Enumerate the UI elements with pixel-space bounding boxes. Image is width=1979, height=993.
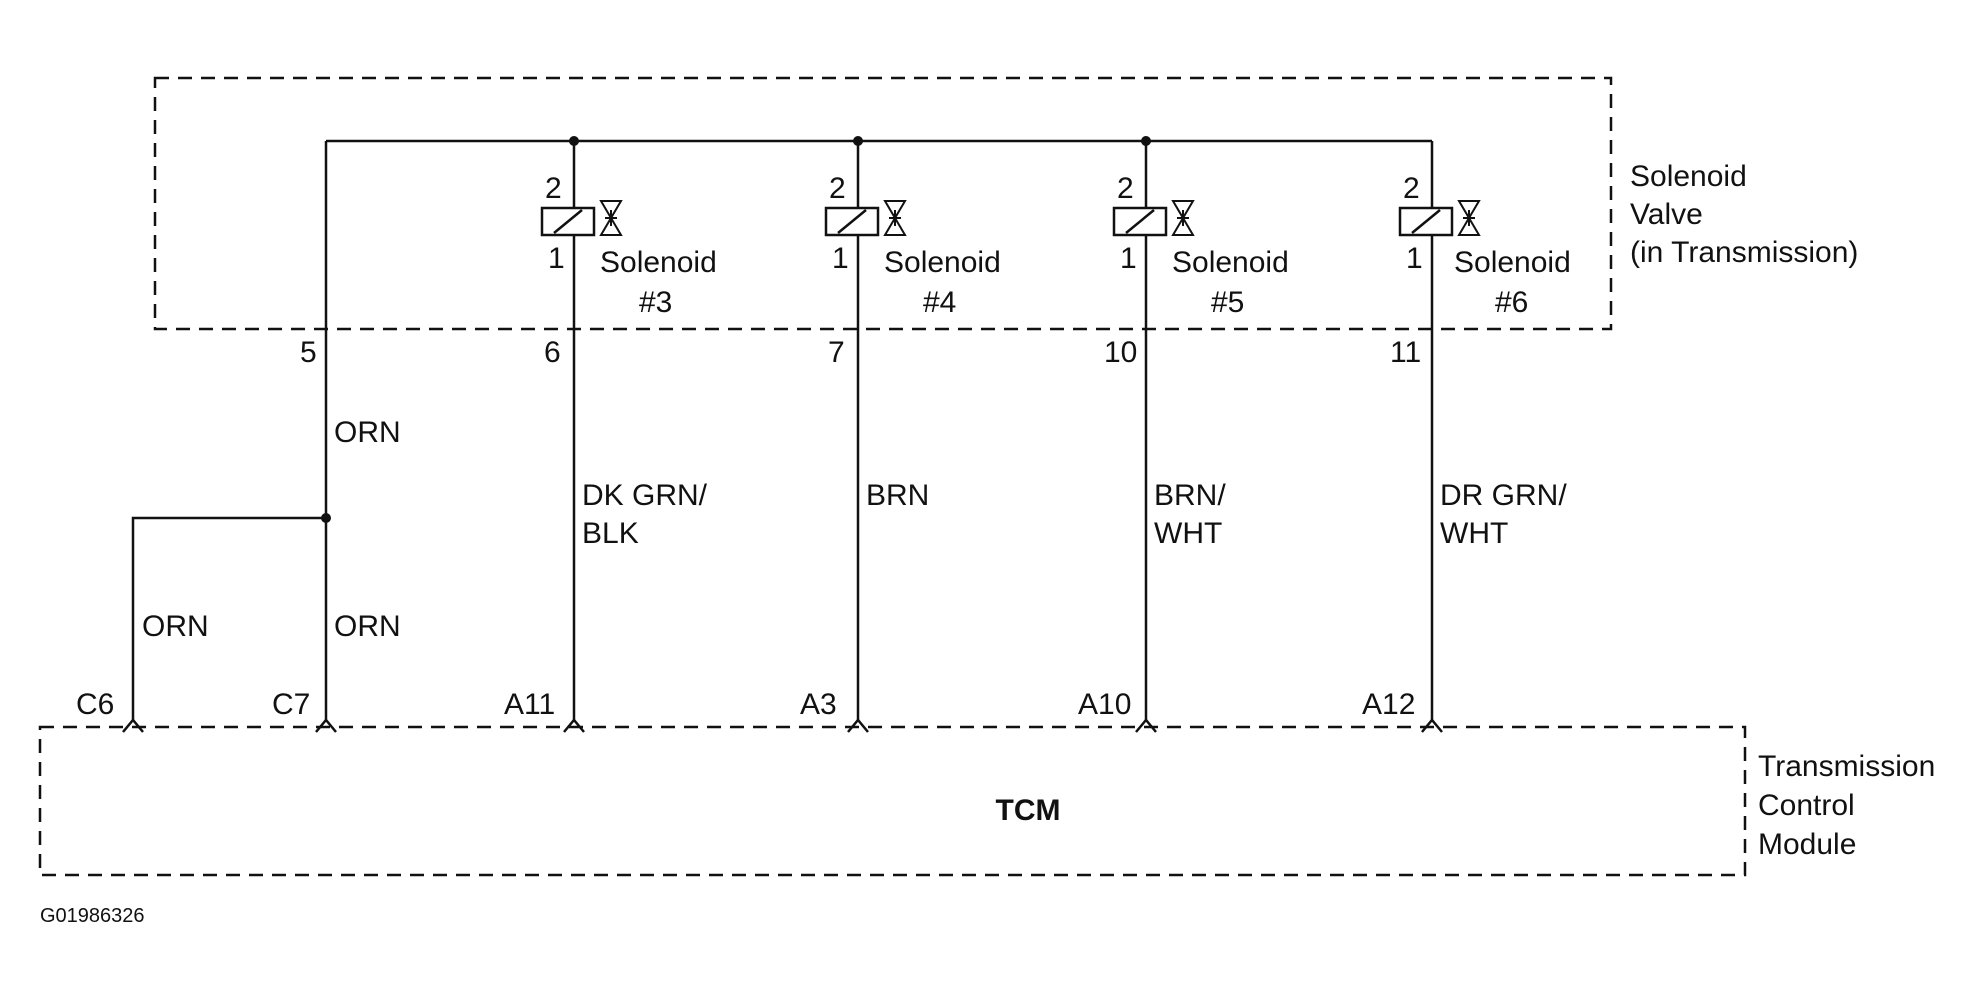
tcm-pin-a12: A12: [1362, 688, 1415, 721]
pin-bottom-6: 1: [1406, 242, 1423, 275]
valve-icon: [599, 200, 623, 236]
coil-diagonal: [1411, 209, 1441, 234]
pin-top-3: 2: [545, 172, 562, 205]
valve-icon: [883, 200, 907, 236]
solenoid-number: #5: [1211, 286, 1244, 319]
wire-color-supply: ORN: [334, 416, 401, 449]
solenoid-name: Solenoid: [600, 246, 717, 279]
solenoid-name: Solenoid: [1454, 246, 1571, 279]
solenoid-name: Solenoid: [1172, 246, 1289, 279]
solenoid-number: #4: [923, 286, 956, 319]
valve-icon: [1457, 200, 1481, 236]
coil-diagonal: [837, 209, 867, 234]
pin-bottom-5: 1: [1120, 242, 1137, 275]
pin-top-4: 2: [829, 172, 846, 205]
harness-pin-11: 11: [1390, 336, 1421, 369]
connector-chevron: [563, 718, 585, 733]
solenoid-valve-box: [153, 76, 1613, 331]
harness-pin-6: 6: [544, 336, 561, 369]
wire-color-5: WHT: [1154, 517, 1222, 550]
connector-chevron: [315, 718, 337, 733]
c6-wire: [131, 516, 326, 720]
pin-bottom-4: 1: [832, 242, 849, 275]
wire-color-3: BLK: [582, 517, 639, 550]
connector-chevron: [1421, 718, 1443, 733]
connector-chevron: [1135, 718, 1157, 733]
coil-symbol: [824, 206, 880, 237]
connector-chevron: [122, 718, 144, 733]
tcm-pin-a3: A3: [800, 688, 837, 721]
tcm-label: Transmission: [1758, 750, 1935, 783]
tcm-box: [38, 725, 1747, 877]
solenoid-valve-label: Valve: [1630, 198, 1703, 231]
harness-pin-10: 10: [1104, 336, 1137, 369]
connector-chevron: [847, 718, 869, 733]
tcm-label: Control: [1758, 789, 1855, 822]
coil-diagonal: [553, 209, 583, 234]
coil-diagonal: [1125, 209, 1155, 234]
tcm-pin-c6: C6: [76, 688, 114, 721]
wire-color-6: WHT: [1440, 517, 1508, 550]
wire-color-3: DK GRN/: [582, 479, 708, 512]
solenoid-name: Solenoid: [884, 246, 1001, 279]
solenoid-4: [824, 141, 907, 720]
pin-top-6: 2: [1403, 172, 1420, 205]
pin-top-5: 2: [1117, 172, 1134, 205]
solenoid-number: #3: [639, 286, 672, 319]
solenoid-number: #6: [1495, 286, 1528, 319]
wire-color-4: BRN: [866, 479, 929, 512]
wire-color-c6: ORN: [142, 610, 209, 643]
tcm-label: Module: [1758, 828, 1856, 861]
solenoid-3: [540, 141, 623, 720]
harness-pin-7: 7: [828, 336, 845, 369]
tcm-name: TCM: [996, 794, 1061, 827]
valve-icon: [1171, 200, 1195, 236]
tcm-connectors: [122, 718, 1443, 733]
pin-bottom-3: 1: [548, 242, 565, 275]
wire-color-6: DR GRN/: [1440, 479, 1567, 512]
wire-color-c7: ORN: [334, 610, 401, 643]
solenoid-5: [1112, 141, 1195, 720]
figure-id: G01986326: [40, 905, 145, 927]
tcm-pin-a11: A11: [504, 688, 555, 721]
solenoid-valve-label: Solenoid: [1630, 160, 1747, 193]
tcm-pin-c7: C7: [272, 688, 310, 721]
tcm-pin-a10: A10: [1078, 688, 1131, 721]
harness-pin-5: 5: [300, 336, 317, 369]
solenoid-6: [1398, 141, 1481, 720]
wire-color-5: BRN/: [1154, 479, 1226, 512]
solenoid-valve-label: (in Transmission): [1630, 236, 1858, 269]
